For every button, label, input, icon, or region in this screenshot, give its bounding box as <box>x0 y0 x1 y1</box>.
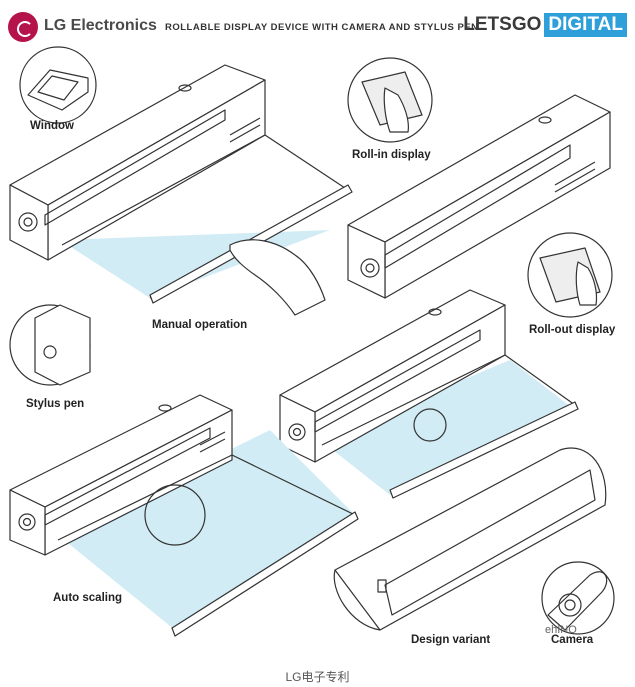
label-camera: Camera <box>551 634 594 646</box>
brand-part-2: DIGITAL <box>544 13 627 37</box>
company-name: LG Electronics <box>44 17 157 34</box>
camera-detail-circle <box>541 561 615 635</box>
roll-out-detail-circle <box>527 232 613 318</box>
label-stylus-pen: Stylus pen <box>26 398 85 410</box>
device-design-variant <box>333 447 607 631</box>
device-manual-operation <box>9 64 353 316</box>
device-middle <box>279 289 579 499</box>
device-roll-in <box>347 94 611 299</box>
brand-part-1: LETSGO <box>463 14 542 35</box>
lg-logo-icon <box>8 12 38 42</box>
label-window: Window <box>30 120 74 132</box>
label-roll-out-display: Roll-out display <box>529 324 616 336</box>
label-design-variant: Design variant <box>411 634 491 646</box>
device-auto-scaling <box>9 394 359 637</box>
window-detail-circle <box>19 46 97 124</box>
label-manual-operation: Manual operation <box>152 319 248 331</box>
label-auto-scaling: Auto scaling <box>53 592 123 604</box>
figure-title: ROLLABLE DISPLAY DEVICE WITH CAMERA AND … <box>165 22 479 33</box>
label-roll-in-display: Roll-in display <box>352 149 431 161</box>
header: LG Electronics ROLLABLE DISPLAY DEVICE W… <box>0 0 635 56</box>
brand-logo: LETSGO DIGITAL <box>463 12 627 38</box>
stylus-detail-circle <box>9 304 91 386</box>
roll-in-detail-circle <box>347 57 433 143</box>
watermark: ehINO <box>545 624 577 636</box>
caption: LG电子专利 <box>285 670 350 684</box>
